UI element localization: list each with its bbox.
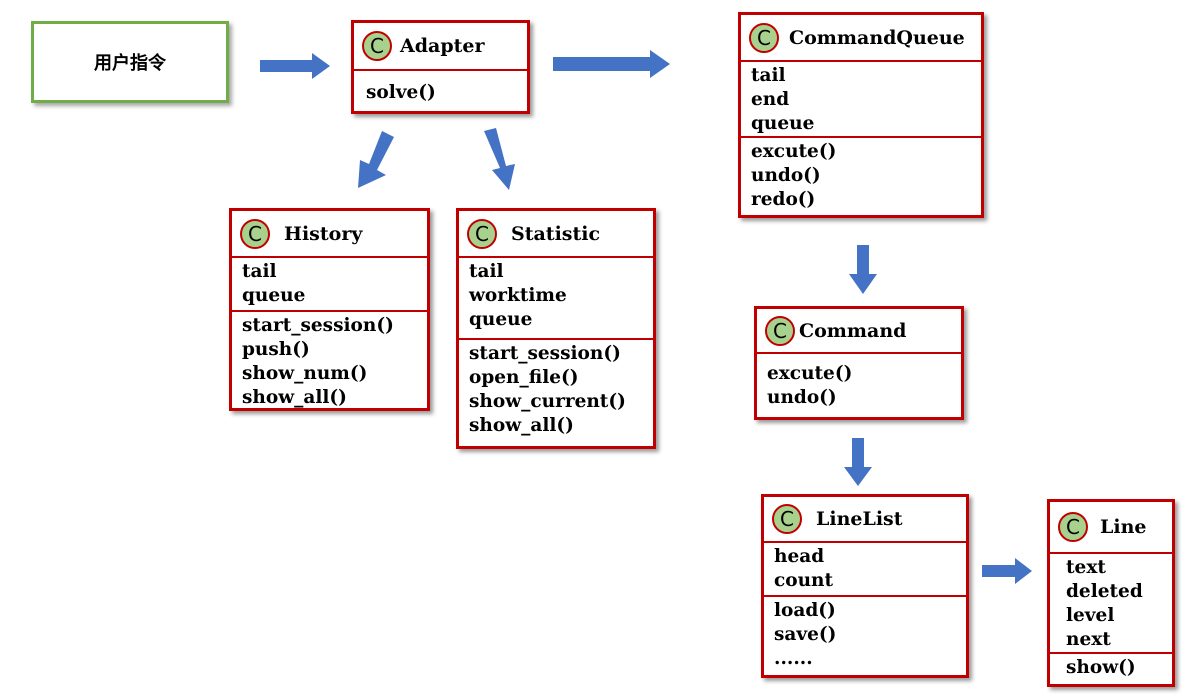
attribute-row: queue <box>469 309 533 330</box>
class-statistic-name: Statistic <box>511 222 601 245</box>
attribute-row: tail <box>751 65 786 86</box>
method-row: open_file() <box>469 367 579 388</box>
method-row: show_all() <box>469 415 574 436</box>
arrow-command-queue-to-command <box>849 245 877 294</box>
class-statistic: C Statistic tail worktime queue start_se… <box>456 208 656 449</box>
class-line-header: C Line <box>1050 502 1172 554</box>
method-row: load() <box>774 600 836 621</box>
arrow-command-to-line-list <box>844 438 872 486</box>
arrow-adapter-to-command-queue <box>553 50 670 78</box>
method-row: redo() <box>751 189 816 210</box>
class-line-methods: show() <box>1050 654 1172 682</box>
attribute-row: worktime <box>469 285 567 306</box>
class-statistic-attributes: tail worktime queue <box>459 258 653 340</box>
class-adapter-methods: solve() <box>354 71 527 107</box>
method-row: show_num() <box>242 363 368 384</box>
class-line-list-methods: load() save() ...... <box>764 597 966 673</box>
class-line-attributes: text deleted level next <box>1050 554 1172 654</box>
class-adapter: C Adapter solve() <box>351 20 530 114</box>
method-row: push() <box>242 339 310 360</box>
method-row: show_all() <box>242 387 347 408</box>
class-icon: C <box>240 218 270 249</box>
method-row: excute() <box>751 141 837 162</box>
arrow-adapter-to-history <box>358 131 394 188</box>
user-command-label: 用户指令 <box>94 53 166 74</box>
class-history-methods: start_session() push() show_num() show_a… <box>232 312 427 412</box>
attribute-row: tail <box>242 261 277 282</box>
attribute-row: level <box>1066 605 1115 626</box>
class-icon: C <box>765 315 795 346</box>
class-statistic-methods: start_session() open_file() show_current… <box>459 340 653 440</box>
class-command: C Command excute() undo() <box>754 306 964 420</box>
class-command-queue-name: CommandQueue <box>789 26 965 49</box>
attribute-row: deleted <box>1066 581 1143 602</box>
method-row: undo() <box>751 165 821 186</box>
class-command-queue: C CommandQueue tail end queue excute() u… <box>738 12 984 218</box>
attribute-row: queue <box>242 285 306 306</box>
class-icon: C <box>467 218 497 249</box>
method-row: show_current() <box>469 391 626 412</box>
method-row: excute() <box>767 363 853 384</box>
class-icon: C <box>1058 512 1088 542</box>
class-line-list-attributes: head count <box>764 543 966 597</box>
class-icon: C <box>749 22 779 53</box>
class-line-list: C LineList head count load() save() ....… <box>761 494 969 678</box>
class-line-name: Line <box>1100 516 1147 538</box>
class-adapter-header: C Adapter <box>354 23 527 71</box>
class-line-list-header: C LineList <box>764 497 966 543</box>
class-history-attributes: tail queue <box>232 258 427 312</box>
attribute-row: text <box>1066 557 1106 578</box>
method-row: start_session() <box>469 343 621 364</box>
attribute-row: tail <box>469 261 504 282</box>
attribute-row: next <box>1066 629 1111 650</box>
arrow-line-list-to-line <box>982 558 1032 584</box>
method-row: ...... <box>774 648 813 669</box>
method-row: save() <box>774 624 837 645</box>
class-history-header: C History <box>232 211 427 258</box>
method-row: solve() <box>366 82 436 103</box>
attribute-row: count <box>774 570 834 591</box>
class-command-methods: excute() undo() <box>757 354 961 412</box>
class-command-queue-header: C CommandQueue <box>741 15 981 62</box>
arrow-adapter-to-statistic <box>484 128 515 190</box>
class-statistic-header: C Statistic <box>459 211 653 258</box>
class-history: C History tail queue start_session() pus… <box>229 208 430 411</box>
method-row: start_session() <box>242 315 394 336</box>
class-command-queue-methods: excute() undo() redo() <box>741 138 981 214</box>
class-line-list-name: LineList <box>816 508 903 530</box>
method-row: undo() <box>767 387 837 408</box>
class-adapter-name: Adapter <box>400 35 485 57</box>
attribute-row: end <box>751 89 790 110</box>
user-command-box: 用户指令 <box>31 21 229 103</box>
class-icon: C <box>772 504 802 534</box>
arrow-user-to-adapter <box>260 53 330 79</box>
attribute-row: queue <box>751 113 815 134</box>
attribute-row: head <box>774 546 825 567</box>
class-history-name: History <box>284 222 363 245</box>
class-command-name: Command <box>799 319 907 342</box>
method-row: show() <box>1066 657 1136 678</box>
class-command-header: C Command <box>757 309 961 354</box>
class-line: C Line text deleted level next show() <box>1047 499 1175 687</box>
class-command-queue-attributes: tail end queue <box>741 62 981 138</box>
class-icon: C <box>362 31 392 61</box>
